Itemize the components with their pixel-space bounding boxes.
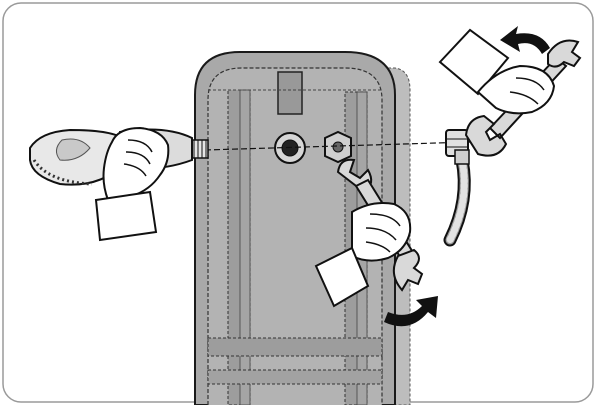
- heater-top-bracket: [278, 72, 302, 114]
- heater-lower-bar: [208, 338, 382, 356]
- left-hand-cuff: [96, 192, 156, 240]
- hose-ferrule: [455, 150, 469, 164]
- heater-bottom-bar: [208, 370, 382, 384]
- heater-left-rail-inner: [240, 90, 250, 405]
- inlet-hex-nut: [325, 132, 351, 162]
- hex-nut-bore: [333, 142, 343, 152]
